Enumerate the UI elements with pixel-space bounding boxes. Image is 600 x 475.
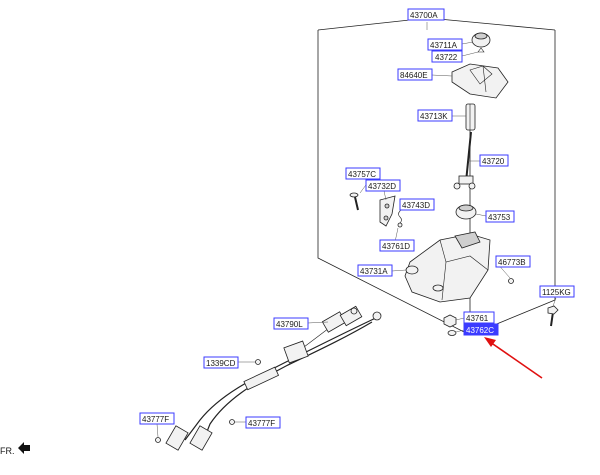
shift-lever-upper <box>465 103 476 131</box>
svg-text:43731A: 43731A <box>360 267 388 276</box>
cable-clip-right <box>229 419 235 425</box>
mount-bolt <box>547 305 559 327</box>
svg-text:43700A: 43700A <box>410 11 438 20</box>
svg-text:43743D: 43743D <box>402 201 430 210</box>
label-43757C[interactable]: 43757C <box>345 167 381 180</box>
svg-text:43762C: 43762C <box>466 326 494 335</box>
label-43722[interactable]: 43722 <box>431 50 463 63</box>
highlight-arrow <box>484 337 543 379</box>
svg-text:43761: 43761 <box>466 314 489 323</box>
label-84640E[interactable]: 84640E <box>397 68 433 81</box>
label-43700A[interactable]: 43700A <box>407 8 445 21</box>
selector-bracket <box>379 195 396 227</box>
svg-text:84640E: 84640E <box>400 71 428 80</box>
label-43732D[interactable]: 43732D <box>365 179 401 192</box>
mount-nut <box>443 314 457 328</box>
label-43762C[interactable]: 43762C <box>463 323 499 336</box>
svg-text:43732D: 43732D <box>368 182 396 191</box>
svg-text:43720: 43720 <box>482 157 505 166</box>
shift-lever-rod <box>453 131 476 190</box>
label-43777F-left[interactable]: 43777F <box>139 412 175 425</box>
lever-bushing <box>455 204 477 220</box>
shift-knob <box>471 32 491 48</box>
svg-text:1125KG: 1125KG <box>542 288 571 297</box>
label-46773B[interactable]: 46773B <box>495 255 531 268</box>
svg-text:43790L: 43790L <box>276 320 303 329</box>
label-43761[interactable]: 43761 <box>463 311 495 324</box>
bracket-pin <box>397 222 403 228</box>
mount-washer <box>447 330 457 336</box>
shifter-housing <box>404 231 491 303</box>
svg-text:FR.: FR. <box>0 446 15 456</box>
housing-clip <box>508 278 514 284</box>
cable-clip-left <box>155 437 161 443</box>
svg-text:43722: 43722 <box>435 53 458 62</box>
svg-text:43777F: 43777F <box>248 419 275 428</box>
label-43761D[interactable]: 43761D <box>379 239 415 252</box>
svg-text:1339CD: 1339CD <box>206 359 236 368</box>
svg-text:43713K: 43713K <box>420 112 448 121</box>
svg-text:43761D: 43761D <box>382 242 410 251</box>
svg-text:43757C: 43757C <box>348 170 376 179</box>
front-direction-marker: FR. <box>0 442 30 456</box>
label-1339CD[interactable]: 1339CD <box>203 356 239 369</box>
shift-cables <box>165 305 382 451</box>
label-43720[interactable]: 43720 <box>479 154 509 167</box>
cable-screw <box>255 359 261 365</box>
svg-text:43777F: 43777F <box>142 415 169 424</box>
front-arrow-icon <box>18 442 30 454</box>
label-1125KG[interactable]: 1125KG <box>539 285 575 298</box>
svg-text:46773B: 46773B <box>498 258 526 267</box>
shift-boot <box>451 63 509 99</box>
label-43790L[interactable]: 43790L <box>273 317 309 330</box>
svg-text:43711A: 43711A <box>430 41 458 50</box>
svg-text:43753: 43753 <box>488 213 511 222</box>
knob-clip <box>477 47 485 53</box>
label-43777F-right[interactable]: 43777F <box>245 416 281 429</box>
label-43743D[interactable]: 43743D <box>399 198 435 211</box>
label-43711A[interactable]: 43711A <box>427 38 463 51</box>
label-43731A[interactable]: 43731A <box>357 264 393 277</box>
label-43713K[interactable]: 43713K <box>417 109 453 122</box>
bracket-bolt <box>349 192 359 211</box>
label-43753[interactable]: 43753 <box>485 210 515 223</box>
assembly-outline <box>317 30 471 336</box>
